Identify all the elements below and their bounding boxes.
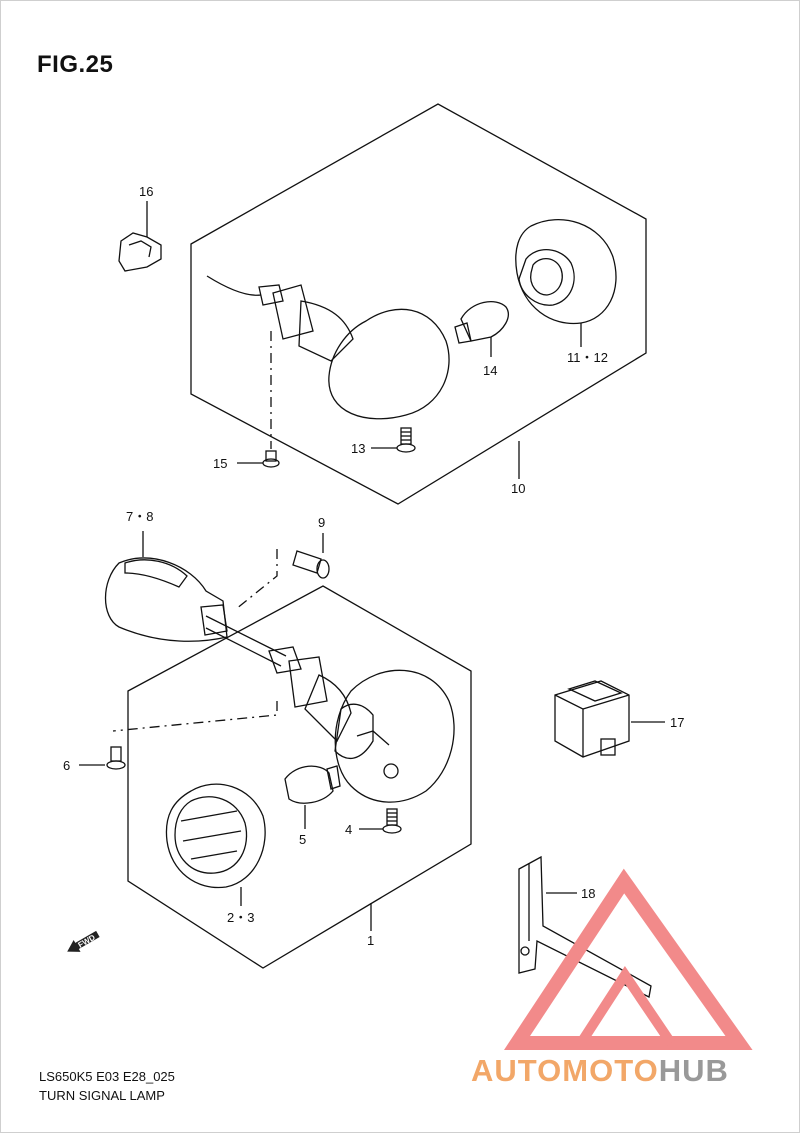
callout-5: 5 [299,832,306,847]
bracket-housing-part-7-8 [104,531,228,642]
figure-name: TURN SIGNAL LAMP [39,1088,165,1103]
callout-2-3: 2・3 [227,910,254,925]
automotohub-logo-mark [503,868,753,1050]
watermark-part3: HUB [658,1053,729,1088]
bulb-part-5 [284,765,341,829]
callout-18: 18 [581,886,595,901]
figure-code: LS650K5 E03 E28_025 [39,1069,175,1084]
bolt-part-9 [235,533,330,610]
stem-lower [205,615,328,708]
watermark-part1: AUTO [471,1053,563,1088]
figure-title: FIG.25 [37,51,114,78]
assembly-frame-1 [127,585,472,969]
assembly-frame-10 [190,103,647,505]
callout-7-8: 7・8 [126,509,153,524]
screw-part-13 [371,427,416,453]
callout-15: 15 [213,456,227,471]
callout-17: 17 [670,715,684,730]
relay-part-17 [554,680,665,758]
callout-10: 10 [511,481,525,496]
fwd-arrow-icon [67,930,100,952]
callout-6: 6 [63,758,70,773]
clip-part-16 [118,201,162,272]
lens-ring-part-11-12 [515,219,617,347]
screw-part-4 [359,808,402,834]
callout-14: 14 [483,363,497,378]
bracket-part-18 [518,855,652,998]
callout-11-12: 11・12 [567,350,608,365]
screw-part-15 [237,331,280,468]
callout-16: 16 [139,184,153,199]
lens-part-2-3 [165,783,266,906]
bulb-part-14 [454,301,509,357]
screw-part-6 [79,701,278,770]
callout-1: 1 [367,933,374,948]
turn-signal-part-10 [206,275,450,420]
callout-13: 13 [351,441,365,456]
callout-4: 4 [345,822,352,837]
lamp-shell-part-1 [304,669,455,803]
watermark-part2: MOTO [562,1053,659,1088]
callout-9: 9 [318,515,325,530]
automotohub-watermark: AUTOMOTOHUB [471,1053,729,1089]
